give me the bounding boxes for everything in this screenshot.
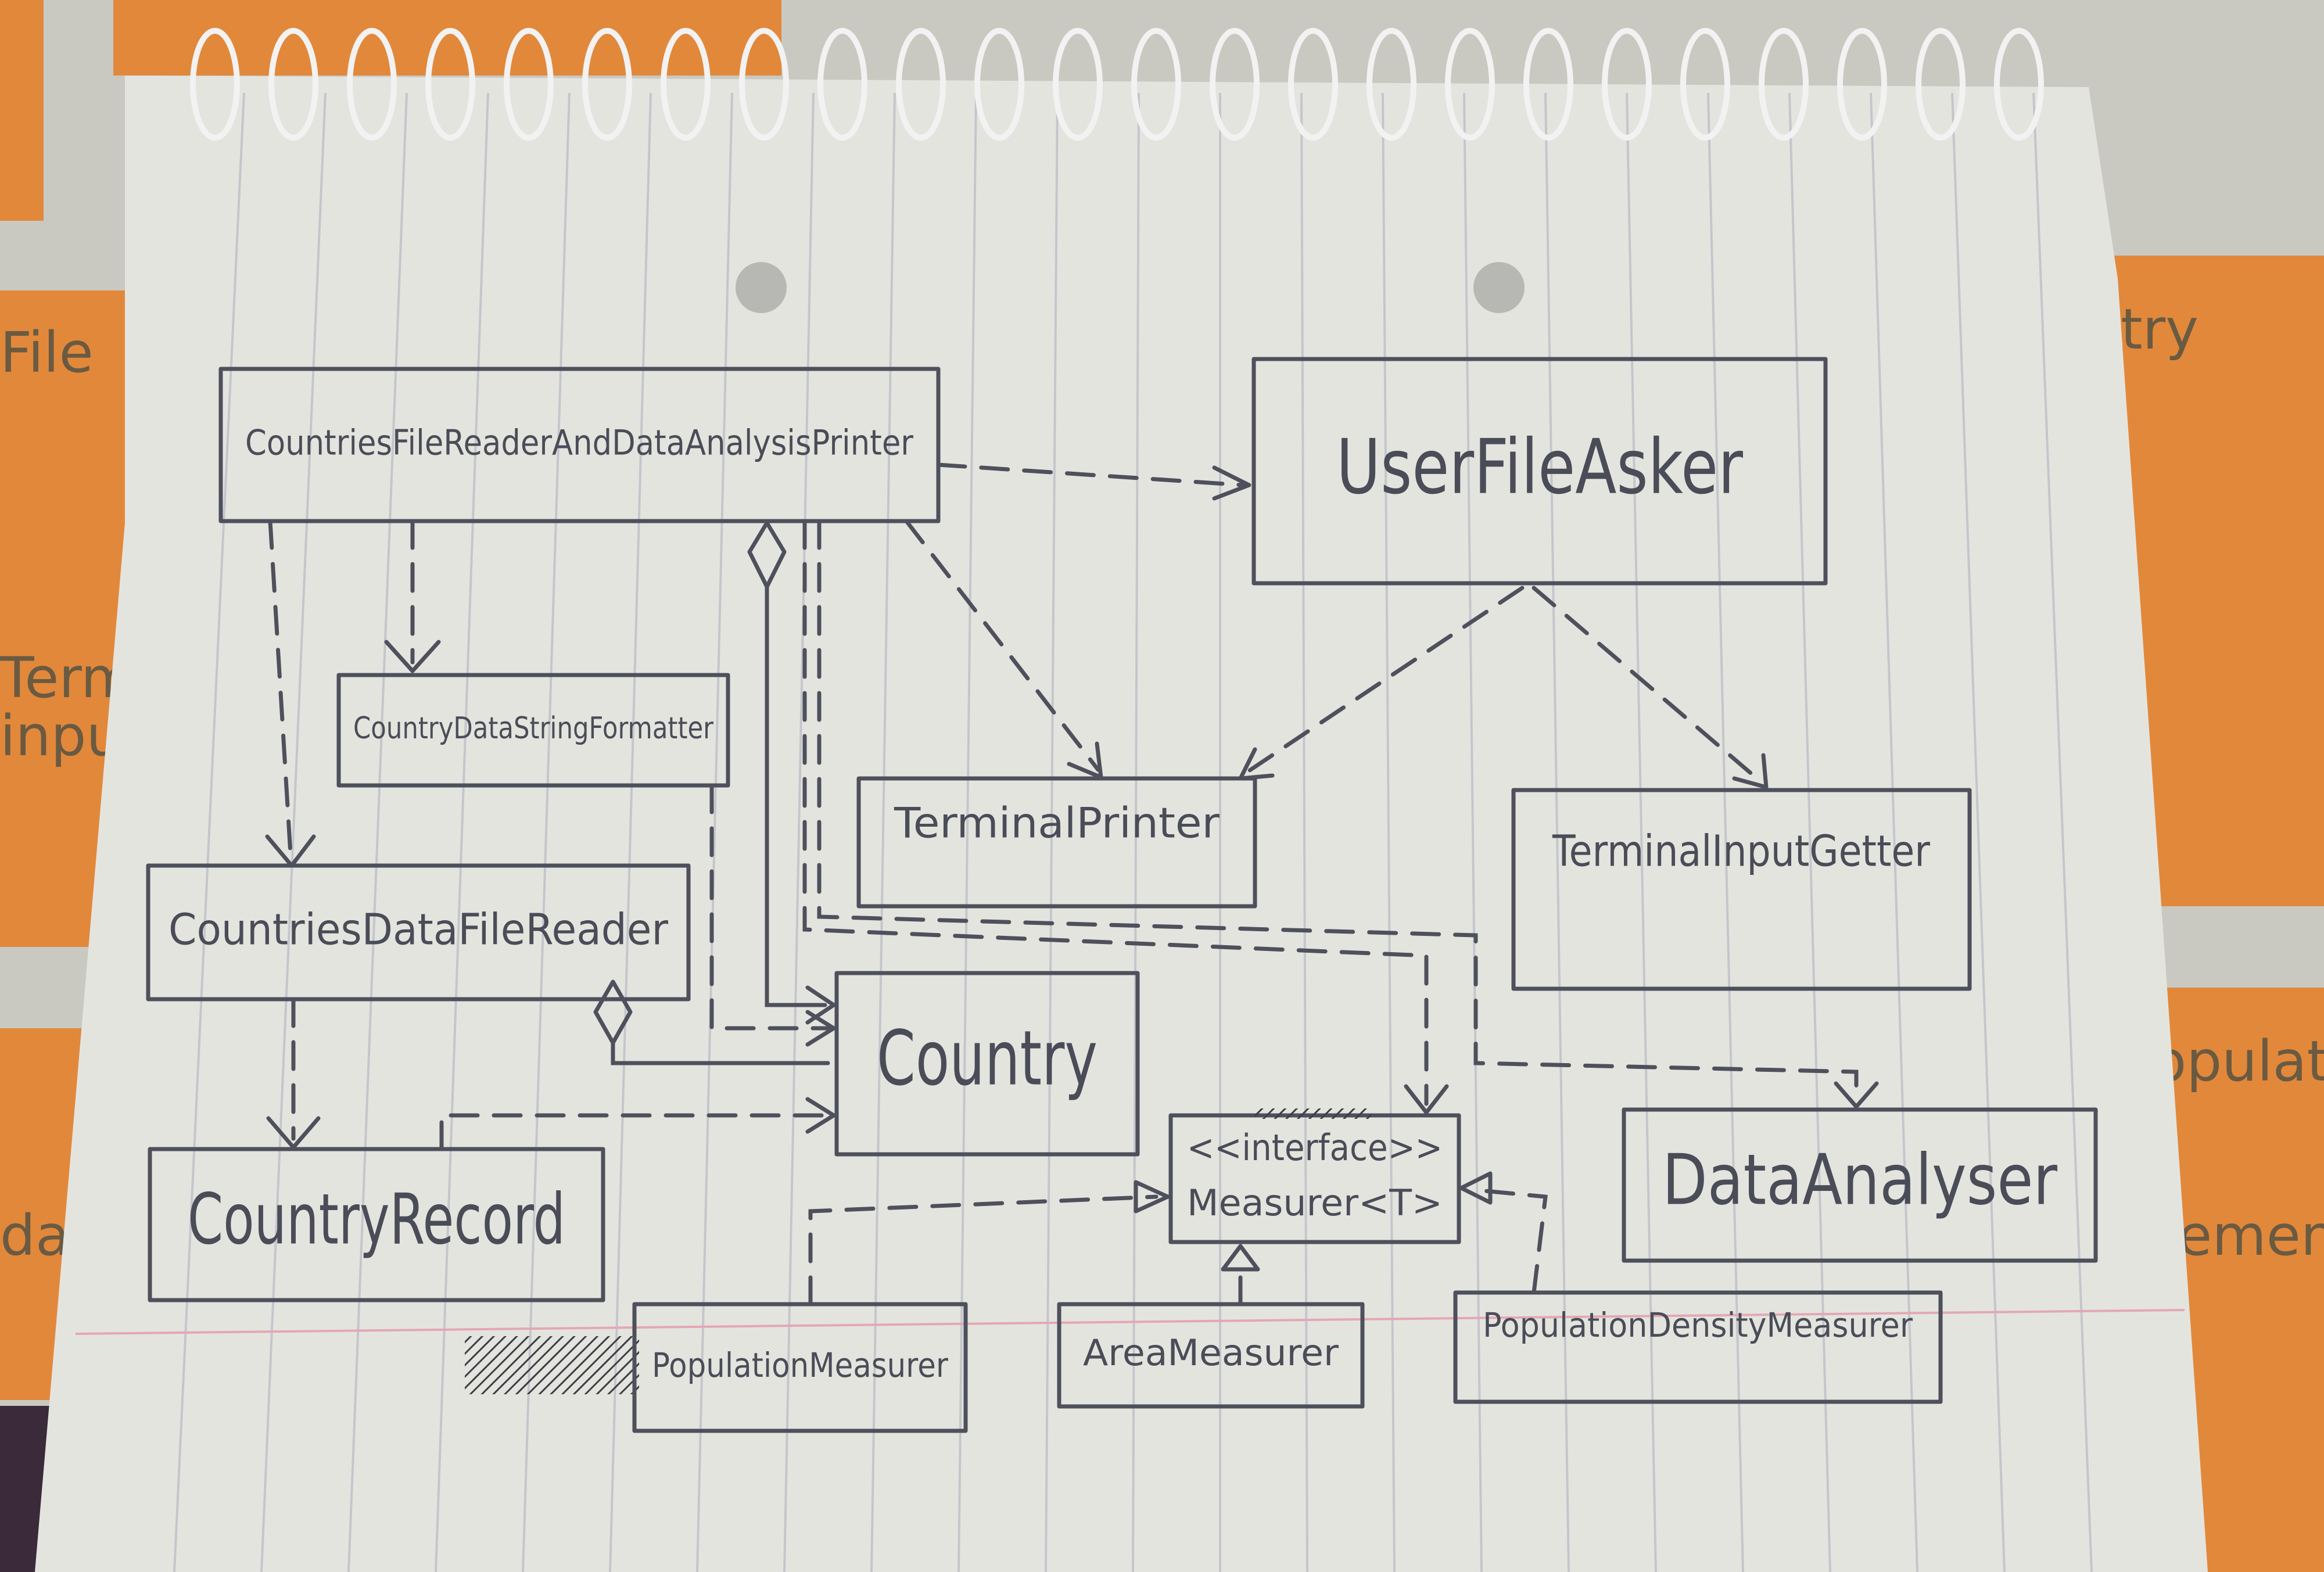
interface-name-measurer: Measurer<T> (1187, 1182, 1443, 1224)
class-name-reader-printer: CountriesFileReaderAndDataAnalysisPrinte… (245, 423, 913, 464)
note-text-file: File (0, 320, 94, 385)
class-name-country: Country (877, 1014, 1098, 1103)
class-population-density-measurer: PopulationDensityMeasurer (1453, 1290, 1943, 1404)
sticky-note-left-top (0, 0, 44, 221)
class-reader-printer: CountriesFileReaderAndDataAnalysisPrinte… (218, 367, 941, 523)
class-name-data-analyser: DataAnalyser (1662, 1140, 2058, 1221)
dependency-data-file-reader-to-country-record (266, 997, 321, 1150)
class-name-terminal-printer: TerminalPrinter (894, 799, 1220, 848)
dependency-string-formatter-to-country (709, 783, 836, 1047)
class-name-country-record: CountryRecord (188, 1180, 565, 1261)
dependency-user-file-asker-to-terminal-input-getter (1532, 586, 1769, 789)
class-population-measurer: PopulationMeasurer (465, 1302, 968, 1433)
class-area-measurer: AreaMeasurer (1057, 1302, 1365, 1409)
dependency-country-record-to-country (439, 1097, 836, 1151)
class-name-population-measurer: PopulationMeasurer (652, 1345, 948, 1385)
class-name-data-file-reader: CountriesDataFileReader (168, 905, 669, 955)
class-name-string-formatter: CountryDataStringFormatter (353, 711, 714, 746)
class-terminal-printer: TerminalPrinter (856, 776, 1257, 909)
margin-line (75, 1309, 2185, 1335)
dependency-reader-printer-to-terminal-printer (904, 519, 1103, 780)
dependency-reader-printer-to-measurer (802, 519, 1449, 1115)
class-data-file-reader: CountriesDataFileReader (146, 863, 691, 1002)
sticky-note-top (113, 0, 781, 76)
realization-area-measurer (1221, 1244, 1260, 1307)
class-name-population-density-measurer: PopulationDensityMeasurer (1483, 1305, 1913, 1345)
class-string-formatter: CountryDataStringFormatter (336, 673, 730, 788)
dependency-reader-printer-to-data-file-reader (265, 519, 316, 868)
ruled-lines (173, 92, 2093, 1572)
class-name-terminal-input-getter: TerminalInputGetter (1552, 827, 1930, 877)
class-name-user-file-asker: UserFileAsker (1336, 423, 1743, 511)
interface-measurer: <<interface>> Measurer<T> (1168, 1108, 1461, 1244)
class-data-analyser: DataAnalyser (1622, 1107, 2098, 1263)
dependency-user-file-asker-to-terminal-printer (1238, 586, 1525, 781)
aggregation-data-file-reader-to-country (593, 979, 830, 1065)
class-country: Country (834, 971, 1140, 1157)
dependency-reader-printer-to-data-analyser (817, 519, 1879, 1109)
spiral-binding (190, 28, 2044, 141)
class-user-file-asker: UserFileAsker (1251, 357, 1828, 586)
punched-hole-left (736, 262, 787, 313)
interface-hatch-mark (1255, 1108, 1371, 1119)
scribble-mark (465, 1336, 639, 1394)
interface-stereotype: <<interface>> (1187, 1126, 1443, 1169)
notebook-page (35, 76, 2208, 1572)
dependency-reader-printer-to-user-file-asker (936, 462, 1251, 501)
class-country-record: CountryRecord (148, 1147, 605, 1302)
punched-hole-right (1473, 262, 1525, 313)
realization-population-density-measurer (1459, 1171, 1548, 1295)
realization-population-measurer (808, 1180, 1170, 1307)
class-terminal-input-getter: TerminalInputGetter (1511, 788, 1972, 991)
dependency-reader-printer-to-string-formatter (384, 519, 441, 673)
note-text-try: try (2121, 297, 2199, 362)
class-name-area-measurer: AreaMeasurer (1083, 1331, 1339, 1374)
